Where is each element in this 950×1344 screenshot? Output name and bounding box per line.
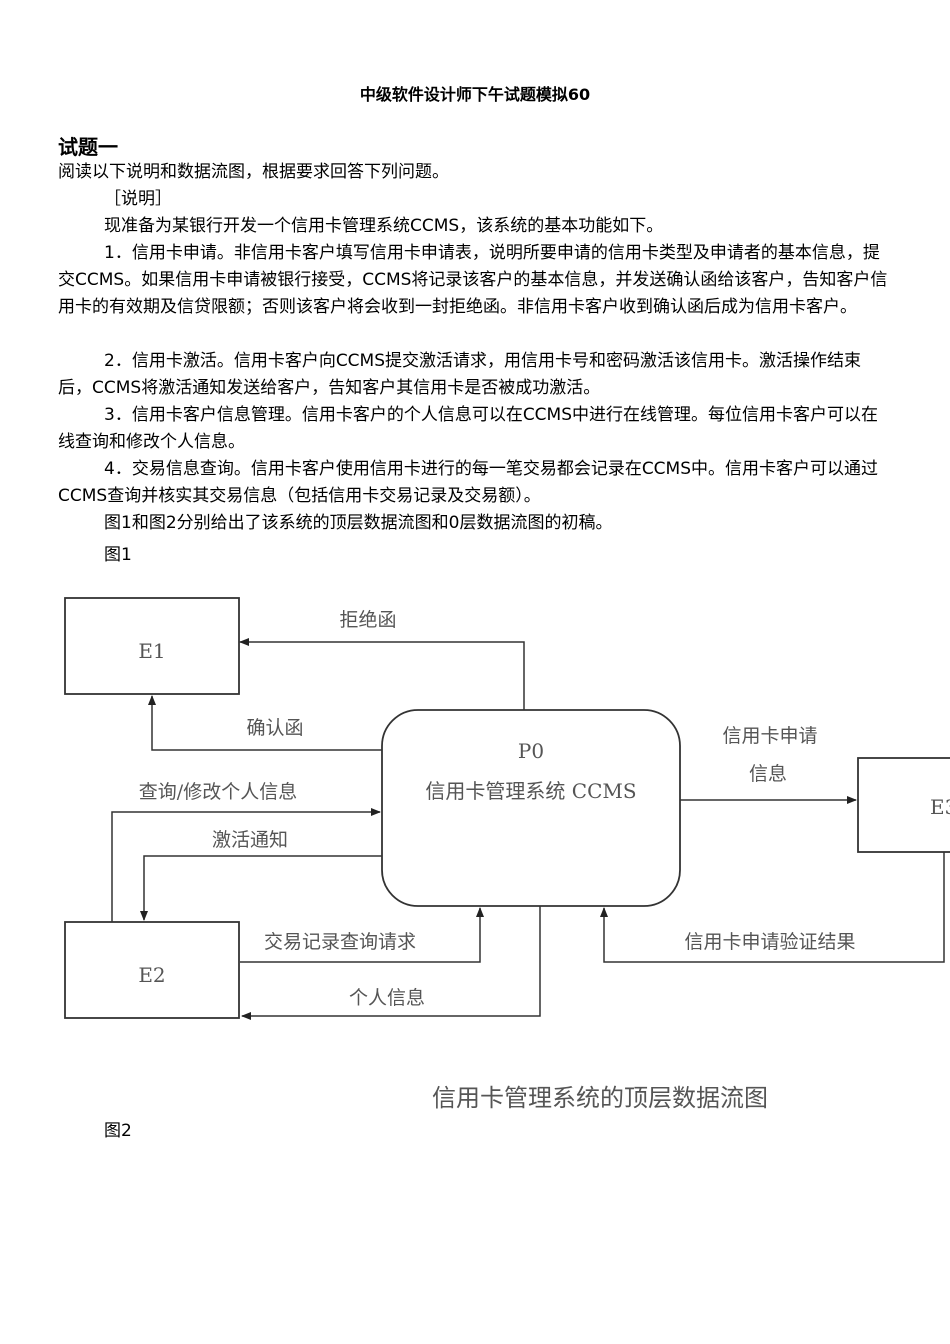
figure2-label: 图2 [104, 1121, 132, 1141]
note-label: ［说明］ [104, 189, 172, 209]
paragraph-2: 1．信用卡申请。非信用卡客户填写信用卡申请表，说明所要申请的信用卡类型及申请者的… [58, 243, 888, 317]
flow-txquery-arrow [240, 907, 484, 963]
flow-confirm-label: 确认函 [246, 717, 303, 739]
document-title: 中级软件设计师下午试题模拟60 [359, 85, 591, 104]
figure1-label: 图1 [104, 545, 132, 565]
flow-verify-arrow [600, 852, 945, 963]
process-p0-box [381, 709, 681, 907]
flow-apply-label-1: 信用卡申请 [722, 725, 817, 747]
paragraph-4: 3．信用卡客户信息管理。信用卡客户的个人信息可以在CCMS中进行在线管理。每位信… [58, 405, 879, 452]
paragraph-5: 4．交易信息查询。信用卡客户使用信用卡进行的每一笔交易都会记录在CCMS中。信用… [58, 459, 879, 506]
flow-verify-label: 信用卡申请验证结果 [684, 931, 855, 953]
data-flow-diagram: E1 E2 E3 P0 信用卡管理系统 CCMS 拒绝函 确认函 查询/修改个人… [64, 597, 950, 1112]
process-name-label: 信用卡管理系统 CCMS [425, 779, 636, 803]
flow-confirm-arrow [148, 695, 382, 751]
flow-reject-label: 拒绝函 [339, 609, 396, 631]
flow-txquery-label: 交易记录查询请求 [264, 931, 416, 953]
entity-e2-label: E2 [138, 963, 165, 987]
flow-apply-label-2: 信息 [749, 763, 787, 785]
intro-text: 阅读以下说明和数据流图，根据要求回答下列问题。 [58, 162, 449, 182]
entity-e1-label: E1 [138, 639, 165, 663]
flow-query-label: 查询/修改个人信息 [139, 781, 297, 803]
entity-e2-box [64, 921, 240, 1019]
flow-personal-arrow [241, 906, 541, 1020]
entity-e3-label: E3 [930, 795, 950, 819]
flow-activation-label: 激活通知 [212, 829, 288, 851]
process-id-label: P0 [518, 739, 544, 763]
paragraph-6: 图1和图2分别给出了该系统的顶层数据流图和0层数据流图的初稿。 [104, 513, 613, 533]
section-heading: 试题一 [58, 135, 118, 159]
flow-personal-label: 个人信息 [349, 987, 425, 1009]
entity-e3-box [857, 757, 950, 853]
flow-query-arrow [111, 808, 381, 922]
flow-reject-arrow [239, 638, 525, 710]
entity-e1-box [64, 597, 240, 695]
paragraph-3: 2．信用卡激活。信用卡客户向CCMS提交激活请求，用信用卡号和密码激活该信用卡。… [58, 351, 862, 398]
diagram-caption: 信用卡管理系统的顶层数据流图 [432, 1084, 768, 1112]
paragraph-1: 现准备为某银行开发一个信用卡管理系统CCMS，该系统的基本功能如下。 [104, 216, 664, 236]
flow-activation-arrow [140, 855, 382, 921]
